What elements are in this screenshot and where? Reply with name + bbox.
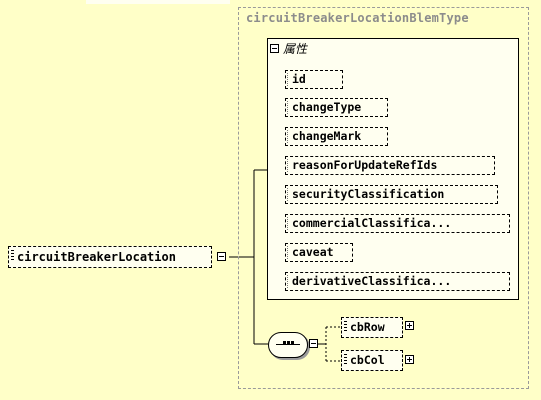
sequence-compositor[interactable] (268, 332, 308, 358)
scroll-remnant (86, 0, 230, 4)
collapse-sequence-icon[interactable] (309, 339, 318, 348)
attributes-group-label: 属性 (283, 41, 308, 56)
child-element-label: cbRow (350, 320, 385, 334)
attribute-caveat[interactable]: caveat (285, 243, 353, 262)
child-element-cb-col[interactable]: cbCol (341, 350, 403, 371)
root-element-label: circuitBreakerLocation (17, 250, 176, 264)
sequence-dots-icon (283, 341, 294, 344)
sequence-line (276, 344, 300, 345)
root-element-circuit-breaker-location[interactable]: circuitBreakerLocation (8, 246, 212, 268)
attribute-id[interactable]: id (285, 70, 343, 89)
attribute-security-classification[interactable]: securityClassification (285, 185, 498, 204)
attributes-group-header[interactable]: 属性 (270, 40, 307, 56)
attribute-reason-for-update-ref-ids[interactable]: reasonForUpdateRefIds (285, 156, 495, 175)
collapse-attributes-icon[interactable] (270, 43, 279, 53)
expand-cb-col-icon[interactable] (405, 355, 414, 364)
attribute-change-type[interactable]: changeType (285, 98, 388, 117)
attribute-change-mark[interactable]: changeMark (285, 127, 388, 146)
child-element-cb-row[interactable]: cbRow (341, 317, 403, 338)
complex-type-title: circuitBreakerLocationBlemType (246, 11, 469, 25)
attribute-commercial-classification[interactable]: commercialClassifica... (285, 214, 510, 233)
complex-type-box (238, 7, 529, 389)
collapse-root-toggle-icon[interactable] (217, 252, 226, 261)
attribute-derivative-classification[interactable]: derivativeClassifica... (285, 272, 510, 291)
expand-cb-row-icon[interactable] (405, 321, 414, 330)
child-element-label: cbCol (350, 353, 385, 367)
